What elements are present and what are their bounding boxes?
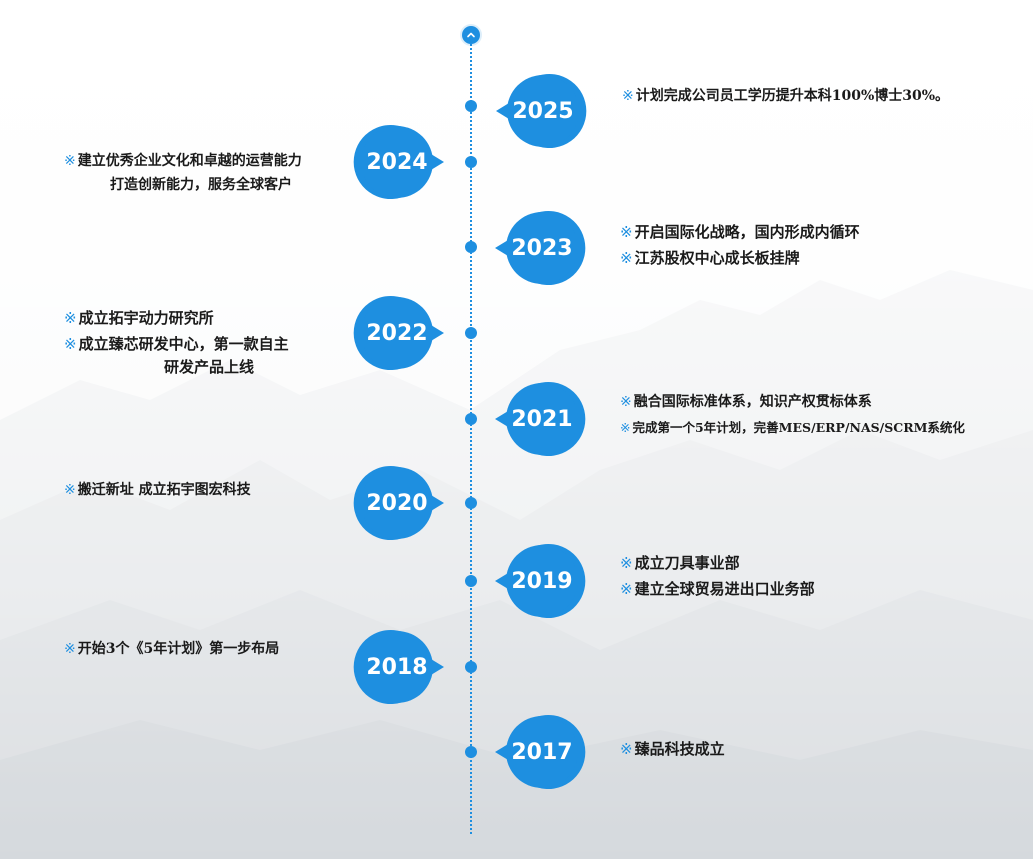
year-label: 2025 xyxy=(512,98,574,124)
entry-2017: ※臻品科技成立 xyxy=(620,736,725,762)
year-label: 2022 xyxy=(366,320,428,346)
year-label: 2023 xyxy=(511,235,573,261)
year-badge-2022[interactable]: 2022 xyxy=(353,296,444,370)
list-item-continuation: 研发产品上线 xyxy=(164,358,255,376)
list-item: ※开始3个《5年计划》第一步布局 xyxy=(64,641,280,657)
year-badge-2020[interactable]: 2020 xyxy=(353,466,444,540)
list-item: ※完成第一个5年计划，完善MES/ERP/NAS/SCRM系统化 xyxy=(620,420,965,435)
badge-shape xyxy=(496,74,587,148)
year-badge-2021[interactable]: 2021 xyxy=(495,382,586,456)
list-item: ※臻品科技成立 xyxy=(620,740,725,758)
badge-shape xyxy=(495,211,586,285)
list-item: ※开启国际化战略，国内形成内循环 xyxy=(620,223,860,241)
timeline-axis xyxy=(470,44,472,834)
list-item: ※计划完成公司员工学历提升本科100%博士30%。 xyxy=(622,88,950,104)
list-item: ※江苏股权中心成长板挂牌 xyxy=(620,249,800,267)
year-label: 2017 xyxy=(511,739,573,765)
list-item: ※搬迁新址 成立拓宇图宏科技 xyxy=(64,482,251,498)
entry-2025: ※计划完成公司员工学历提升本科100%博士30%。 xyxy=(622,83,949,109)
year-label: 2019 xyxy=(511,568,573,594)
year-badge-2017[interactable]: 2017 xyxy=(495,715,586,789)
list-item-continuation: 打造创新能力，服务全球客户 xyxy=(110,177,292,193)
badge-shape xyxy=(495,382,586,456)
chevron-up-icon xyxy=(467,32,475,38)
year-label: 2020 xyxy=(366,490,428,516)
list-item: ※融合国际标准体系，知识产权贯标体系 xyxy=(620,394,872,410)
timeline-dot-2018 xyxy=(465,661,477,673)
entry-2020: ※搬迁新址 成立拓宇图宏科技 xyxy=(64,477,251,503)
year-badge-2024[interactable]: 2024 xyxy=(353,124,444,199)
year-label: 2024 xyxy=(366,149,428,175)
badge-shape xyxy=(353,630,444,704)
list-item: ※建立优秀企业文化和卓越的运营能力 xyxy=(64,153,302,169)
scroll-up-button[interactable] xyxy=(462,26,480,44)
timeline-dot-2022 xyxy=(465,327,477,339)
timeline-dot-2019 xyxy=(465,575,477,587)
badge-shape xyxy=(353,124,444,199)
year-label: 2018 xyxy=(366,654,428,680)
year-badge-2018[interactable]: 2018 xyxy=(353,630,444,704)
year-badge-2023[interactable]: 2023 xyxy=(495,211,586,285)
badge-shape xyxy=(353,466,444,540)
entry-2019: ※成立刀具事业部 ※建立全球贸易进出口业务部 xyxy=(620,550,815,602)
badge-shape xyxy=(353,296,444,370)
list-item: ※成立拓宇动力研究所 xyxy=(64,309,214,327)
timeline-dot-2017 xyxy=(465,746,477,758)
entry-2023: ※开启国际化战略，国内形成内循环 ※江苏股权中心成长板挂牌 xyxy=(620,219,860,271)
list-item: ※建立全球贸易进出口业务部 xyxy=(620,580,815,598)
list-item: ※成立臻芯研发中心，第一款自主 xyxy=(64,335,289,353)
badge-shape xyxy=(495,715,586,789)
year-label: 2021 xyxy=(511,406,573,432)
list-item: ※成立刀具事业部 xyxy=(620,554,740,572)
year-badge-2019[interactable]: 2019 xyxy=(495,544,586,618)
year-badge-2025[interactable]: 2025 xyxy=(496,74,587,148)
entry-2024: ※建立优秀企业文化和卓越的运营能力 打造创新能力，服务全球客户 xyxy=(64,149,302,197)
entry-2018: ※开始3个《5年计划》第一步布局 xyxy=(64,636,279,662)
entry-2022: ※成立拓宇动力研究所 ※成立臻芯研发中心，第一款自主 研发产品上线 xyxy=(64,305,289,377)
entry-2021: ※融合国际标准体系，知识产权贯标体系 ※完成第一个5年计划，完善MES/ERP/… xyxy=(620,389,965,441)
timeline-dot-2024 xyxy=(465,156,477,168)
timeline-dot-2020 xyxy=(465,497,477,509)
timeline-dot-2021 xyxy=(465,413,477,425)
timeline-dot-2025 xyxy=(465,100,477,112)
timeline-dot-2023 xyxy=(465,241,477,253)
badge-shape xyxy=(495,544,586,618)
